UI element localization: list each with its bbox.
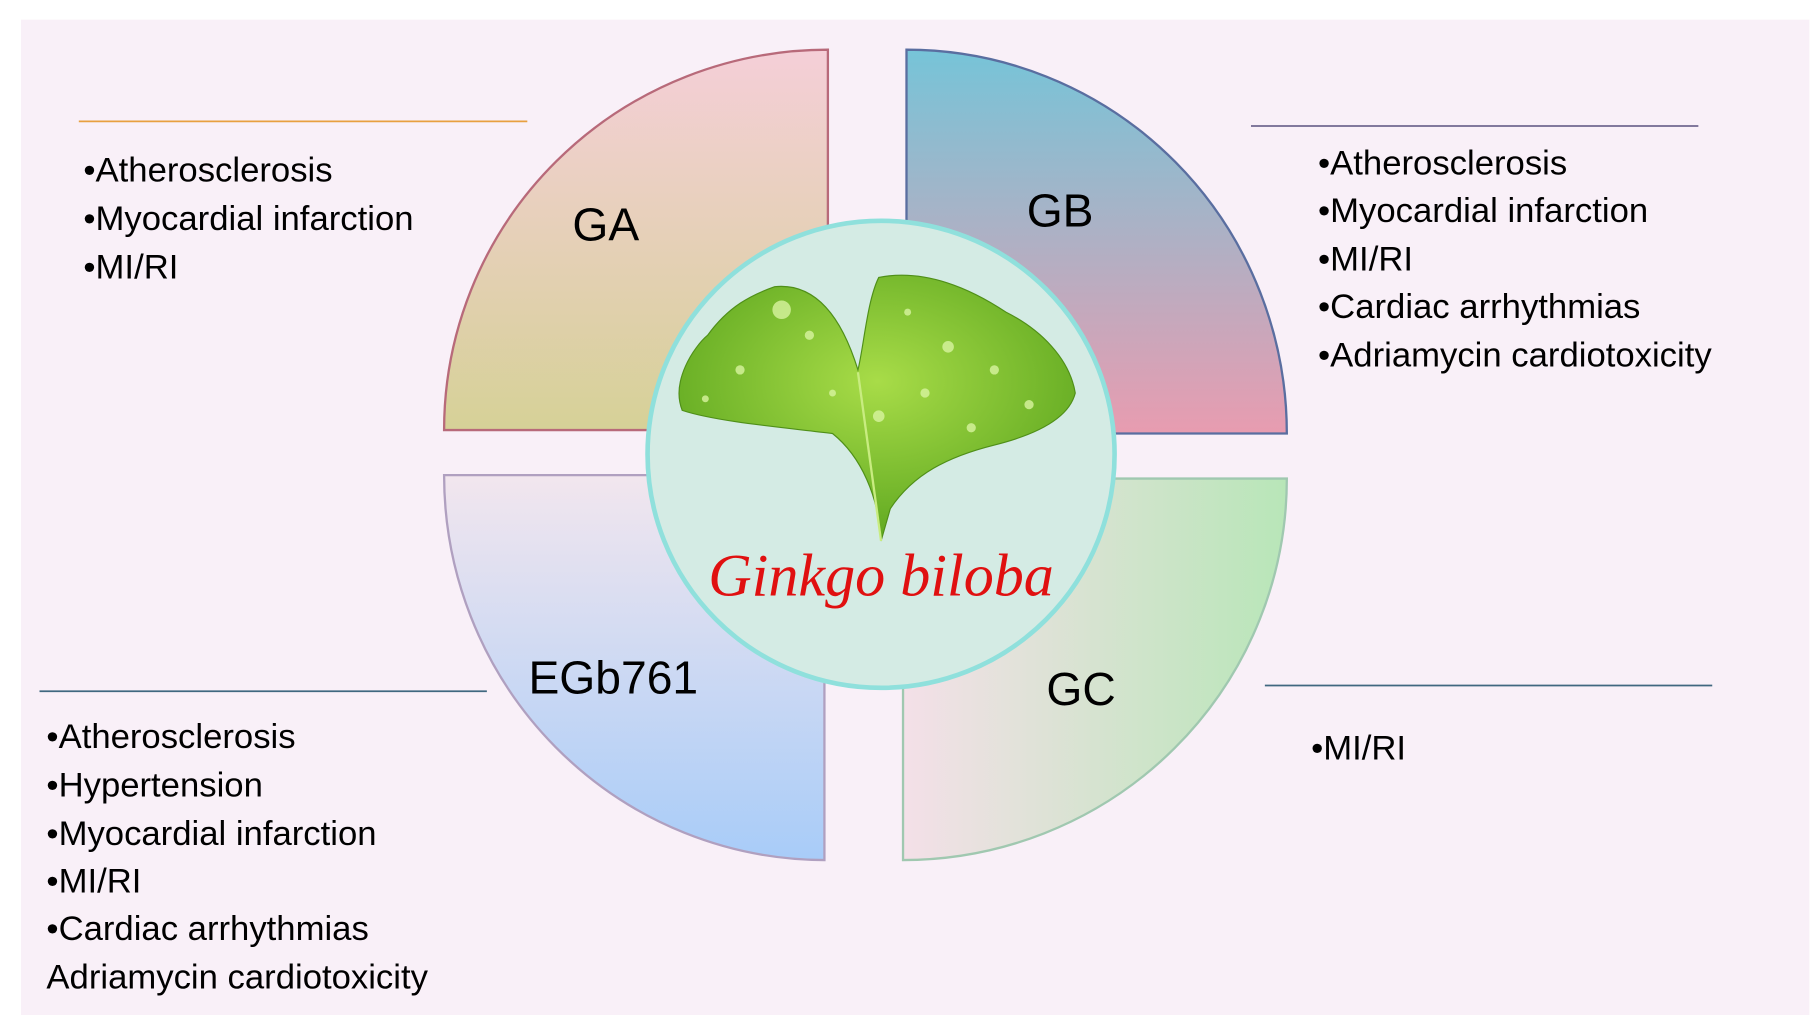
list-item: •Myocardial infarction <box>1318 192 1648 230</box>
gc-items: •MI/RI <box>1311 729 1406 767</box>
list-item: •Myocardial infarction <box>83 200 413 238</box>
list-item: •MI/RI <box>1311 729 1406 767</box>
egb761-items: •Atherosclerosis •Hypertension •Myocardi… <box>46 718 428 996</box>
gb-items: •Atherosclerosis •Myocardial infarction … <box>1318 145 1712 375</box>
ginkgo-leaf-icon <box>678 274 1076 542</box>
list-item: •MI/RI <box>83 249 178 287</box>
list-item: •Adriamycin cardiotoxicity <box>1318 336 1712 374</box>
list-item: •Hypertension <box>46 766 262 804</box>
list-item: •Atherosclerosis <box>46 718 295 756</box>
list-item: •Myocardial infarction <box>46 815 376 853</box>
list-item: •Atherosclerosis <box>1318 145 1567 183</box>
list-item: •Atherosclerosis <box>83 151 332 189</box>
list-item: •Cardiac arrhythmias <box>46 910 368 948</box>
gc-label: GC <box>1046 663 1115 715</box>
list-item: •MI/RI <box>1318 241 1413 279</box>
egb761-label: EGb761 <box>528 652 698 704</box>
ga-label: GA <box>572 198 639 250</box>
center-title: Ginkgo biloba <box>708 542 1054 609</box>
list-item: •Cardiac arrhythmias <box>1318 288 1640 326</box>
list-item: •MI/RI <box>46 862 141 900</box>
ga-items: •Atherosclerosis •Myocardial infarction … <box>83 151 413 286</box>
list-item: Adriamycin cardiotoxicity <box>46 958 428 996</box>
gb-label: GB <box>1027 185 1094 237</box>
